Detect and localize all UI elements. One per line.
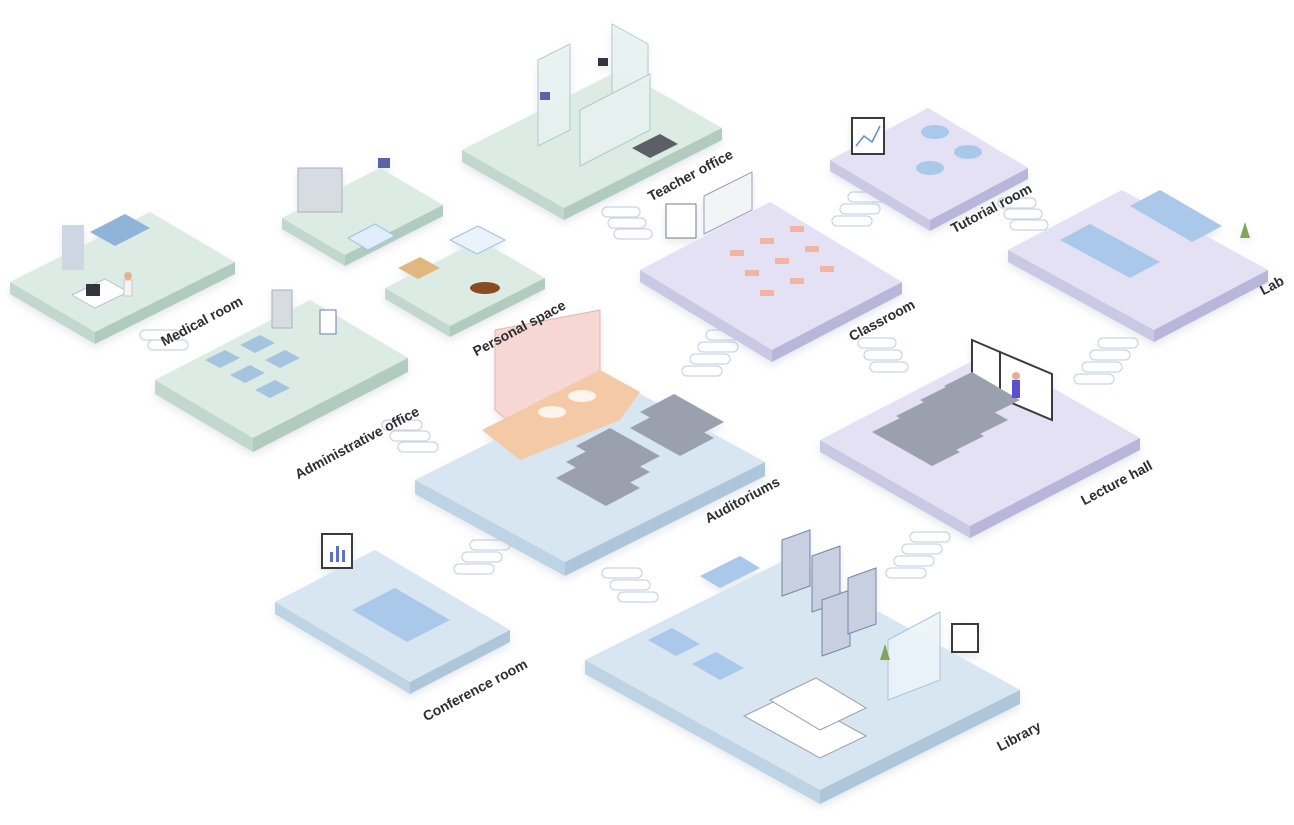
platform-medical-room[interactable] xyxy=(10,212,235,344)
platform-classroom[interactable] xyxy=(640,171,902,362)
round-table xyxy=(954,145,982,159)
step-tutorial-lab xyxy=(997,197,1049,231)
step-lab-lecture xyxy=(1073,337,1139,385)
sofa xyxy=(346,223,397,251)
monitor xyxy=(598,58,608,66)
platform-personal-space[interactable] xyxy=(385,225,545,337)
platform-teacher-office[interactable] xyxy=(462,23,722,220)
platform-library[interactable] xyxy=(585,529,1020,804)
study-table xyxy=(648,628,700,656)
lecturer-figure xyxy=(1012,372,1020,398)
step-lecture-library xyxy=(885,531,951,579)
lab-benches xyxy=(1060,190,1222,278)
glass-booth xyxy=(887,611,941,701)
round-table xyxy=(916,161,944,175)
sofa-lower xyxy=(448,225,507,255)
computer-desks xyxy=(742,677,868,759)
chart-board xyxy=(851,117,885,155)
step-classroom-lecture xyxy=(857,337,909,373)
platform-conference-room[interactable] xyxy=(275,533,510,694)
step-medical-admin xyxy=(139,329,189,351)
lecture-seats xyxy=(872,372,1020,466)
platform-auditoriums[interactable] xyxy=(415,309,765,576)
dog xyxy=(470,282,500,294)
monitor xyxy=(540,92,550,100)
platform-administrative-office[interactable] xyxy=(155,289,408,452)
study-table xyxy=(692,652,744,680)
platform-personal-space-upper[interactable] xyxy=(282,158,443,266)
monitor xyxy=(378,158,390,168)
glass-partitions xyxy=(537,23,651,167)
bookshelves xyxy=(781,529,877,657)
medical-bed xyxy=(62,214,150,270)
whiteboard xyxy=(703,171,753,235)
bar-chart-icon xyxy=(330,546,345,562)
connector-steps xyxy=(139,191,1139,603)
whiteboard-stand xyxy=(319,309,337,335)
spotlight xyxy=(568,390,596,402)
spotlight xyxy=(538,406,566,418)
cabinet xyxy=(632,134,678,158)
chart-line-icon xyxy=(855,125,881,147)
step-auditorium-conference xyxy=(453,539,511,575)
platform-lecture-hall[interactable] xyxy=(820,338,1140,538)
student-desks xyxy=(730,226,834,296)
step-auditorium-library xyxy=(601,567,659,603)
step-classroom-auditorium xyxy=(681,329,747,377)
doctor-figure xyxy=(123,272,133,297)
projector-screen xyxy=(665,203,697,239)
plant-icon xyxy=(880,644,890,660)
platform-lab[interactable] xyxy=(1008,190,1268,342)
conference-table xyxy=(352,588,450,642)
step-teacher-classroom xyxy=(601,206,653,240)
step-admin-auditorium xyxy=(381,419,439,453)
plant-icon xyxy=(1240,222,1250,238)
platform-tutorial-room[interactable] xyxy=(830,108,1028,231)
round-table xyxy=(921,125,949,139)
auditorium-seats xyxy=(556,394,724,506)
bookshelf xyxy=(297,167,343,213)
reception-desk xyxy=(700,556,760,588)
wooden-desk xyxy=(398,257,440,279)
filing-cabinets xyxy=(271,289,293,329)
office-cubicles xyxy=(205,335,300,398)
notice-board xyxy=(951,623,979,653)
